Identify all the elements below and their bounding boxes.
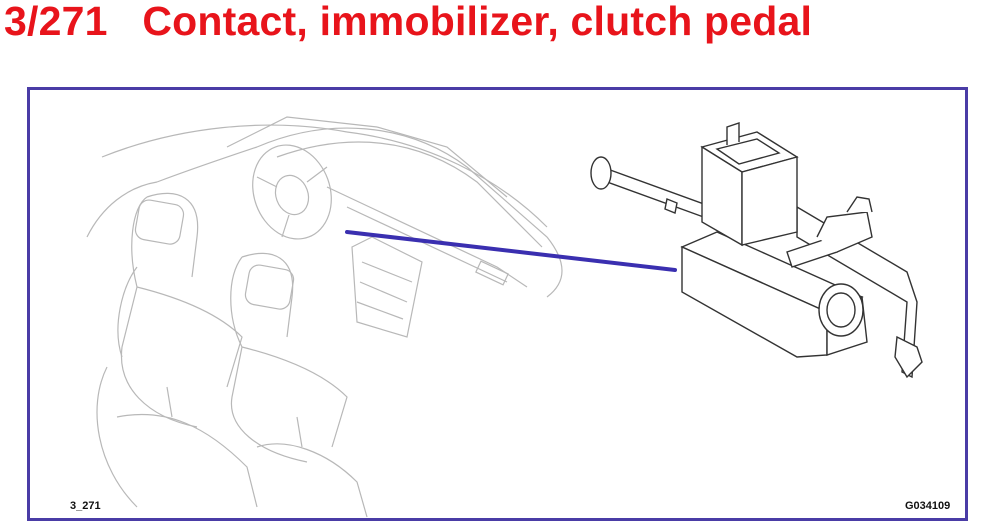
page-title: 3/271 Contact, immobilizer, clutch pedal [4,0,813,44]
image-code: G034109 [905,500,951,512]
car-interior-drawing [86,116,563,518]
figure-frame [27,87,968,521]
pointer-line [345,230,677,272]
figure-illustration [86,116,923,518]
reference-code: 3_271 [70,500,101,512]
clutch-contact-switch-drawing [590,122,923,379]
